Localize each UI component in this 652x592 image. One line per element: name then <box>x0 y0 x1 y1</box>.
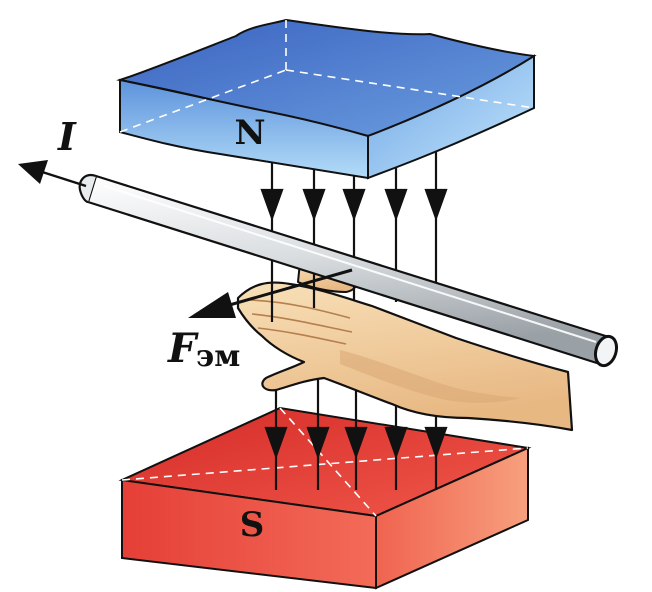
force-subscript: эм <box>196 339 240 374</box>
field-arrowhead <box>302 188 326 222</box>
conductor-highlight <box>103 185 597 343</box>
force-arrow: F эм <box>167 268 353 374</box>
current-arrow: I <box>18 114 87 188</box>
north-magnet: N <box>116 18 537 180</box>
hand-shadow <box>340 350 520 403</box>
finger-crease <box>257 327 347 345</box>
south-hidden-edge <box>121 447 529 481</box>
north-pole-label: N <box>234 113 265 153</box>
finger-crease <box>249 299 351 319</box>
field-arrowhead <box>384 188 408 222</box>
field-arrowhead <box>424 188 448 222</box>
finger-crease <box>251 313 353 333</box>
field-arrowhead <box>342 188 366 222</box>
south-magnet-side-face <box>375 446 529 590</box>
south-hidden-edge <box>279 407 377 517</box>
field-arrowhead <box>424 426 448 460</box>
field-arrowhead <box>306 426 330 460</box>
current-label: I <box>57 114 77 159</box>
south-pole-label: S <box>240 505 265 545</box>
hand-palm <box>236 281 574 432</box>
current-arrowhead <box>18 160 48 184</box>
field-arrowhead <box>260 188 284 222</box>
north-magnet-side-face <box>367 54 535 180</box>
force-label: F <box>167 325 199 372</box>
field-arrowhead <box>344 426 368 460</box>
conductor-far-end <box>78 174 97 204</box>
field-arrowhead <box>264 426 288 460</box>
south-magnet: S <box>118 406 532 590</box>
force-arrowhead <box>188 292 236 318</box>
north-hidden-edge <box>119 69 287 133</box>
conductor-near-end <box>593 334 619 368</box>
field-arrowhead <box>384 426 408 460</box>
